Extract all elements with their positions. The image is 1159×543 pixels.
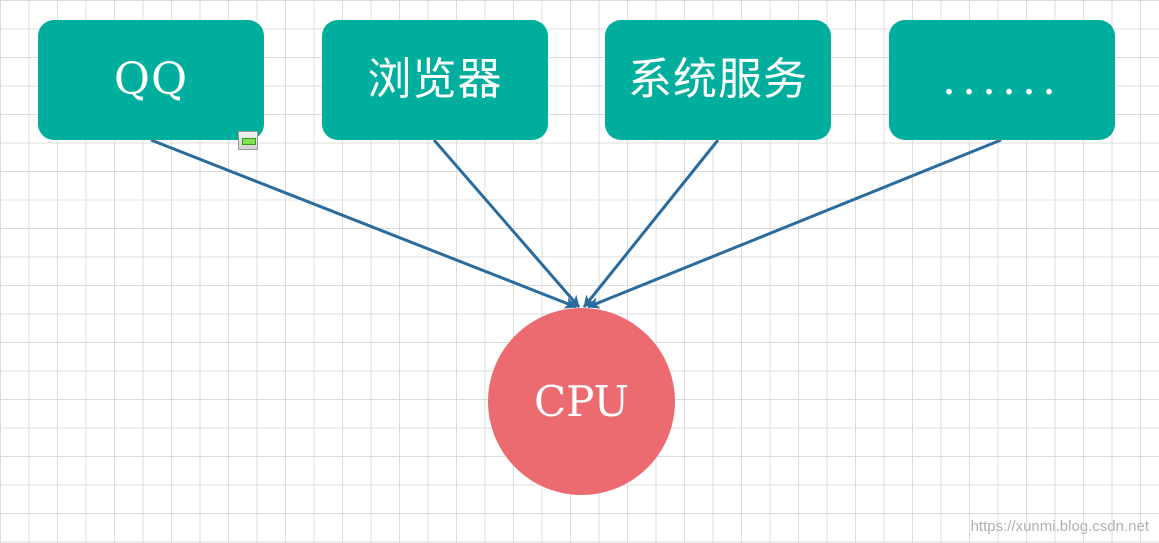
node-browser[interactable]: 浏览器 xyxy=(322,20,548,140)
node-cpu[interactable]: CPU xyxy=(488,308,675,495)
node-qq-label: QQ xyxy=(113,54,189,105)
node-browser-label: 浏览器 xyxy=(367,54,503,105)
node-more-label: ...... xyxy=(942,54,1062,105)
edge-more-to-cpu[interactable] xyxy=(587,138,1002,309)
node-system-service-label: 系统服务 xyxy=(628,54,808,105)
edge-qq-to-cpu[interactable] xyxy=(150,138,577,309)
node-system-service[interactable]: 系统服务 xyxy=(605,20,831,140)
resize-handle-icon[interactable] xyxy=(238,131,258,150)
node-cpu-label: CPU xyxy=(533,376,630,426)
node-qq[interactable]: QQ xyxy=(38,20,264,140)
edge-browser-to-cpu[interactable] xyxy=(432,139,581,308)
node-more[interactable]: ...... xyxy=(889,20,1115,140)
edge-system-service-to-cpu[interactable] xyxy=(582,139,720,308)
watermark: https://xunmi.blog.csdn.net xyxy=(970,518,1149,535)
